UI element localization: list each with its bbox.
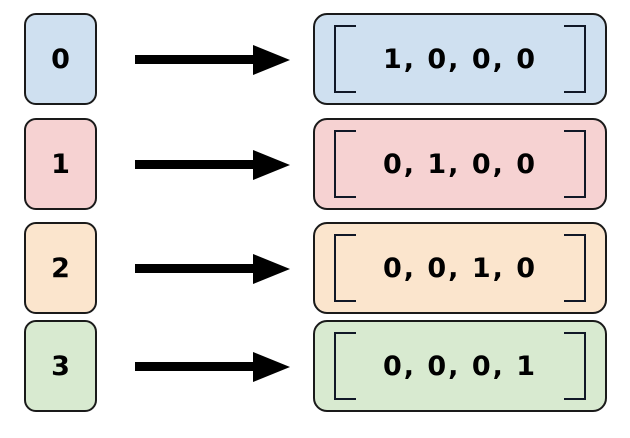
bracket-left-icon (334, 130, 356, 198)
vector-box[interactable]: 0, 0, 0, 1 (313, 320, 607, 412)
category-label-text: 1 (51, 148, 70, 180)
bracket-right-icon (564, 130, 586, 198)
vector-values-text: 1, 0, 0, 0 (382, 43, 538, 75)
bracket-right-icon (564, 25, 586, 93)
vector-box[interactable]: 1, 0, 0, 0 (313, 13, 607, 105)
category-label-box[interactable]: 2 (24, 222, 97, 314)
vector-values-text: 0, 0, 1, 0 (382, 252, 538, 284)
category-label-text: 2 (51, 252, 70, 284)
vector-box[interactable]: 0, 0, 1, 0 (313, 222, 607, 314)
vector-values-text: 0, 0, 0, 1 (382, 350, 538, 382)
mapping-row: 2 0, 0, 1, 0 (0, 222, 630, 318)
bracket-group: 0, 1, 0, 0 (334, 130, 586, 198)
bracket-group: 1, 0, 0, 0 (334, 25, 586, 93)
mapping-row: 0 1, 0, 0, 0 (0, 13, 630, 109)
bracket-right-icon (564, 234, 586, 302)
arrow-right-icon (135, 148, 293, 182)
bracket-right-icon (564, 332, 586, 400)
arrow-right-icon (135, 252, 293, 286)
arrow-right-icon (135, 43, 293, 77)
vector-box[interactable]: 0, 1, 0, 0 (313, 118, 607, 210)
category-label-box[interactable]: 3 (24, 320, 97, 412)
bracket-left-icon (334, 332, 356, 400)
vector-values-text: 0, 1, 0, 0 (382, 148, 538, 180)
category-label-text: 3 (51, 350, 70, 382)
arrow-right-icon (135, 350, 293, 384)
mapping-row: 3 0, 0, 0, 1 (0, 320, 630, 416)
category-label-box[interactable]: 1 (24, 118, 97, 210)
category-label-text: 0 (51, 43, 70, 75)
bracket-left-icon (334, 234, 356, 302)
mapping-row: 1 0, 1, 0, 0 (0, 118, 630, 214)
bracket-group: 0, 0, 0, 1 (334, 332, 586, 400)
bracket-group: 0, 0, 1, 0 (334, 234, 586, 302)
bracket-left-icon (334, 25, 356, 93)
category-label-box[interactable]: 0 (24, 13, 97, 105)
